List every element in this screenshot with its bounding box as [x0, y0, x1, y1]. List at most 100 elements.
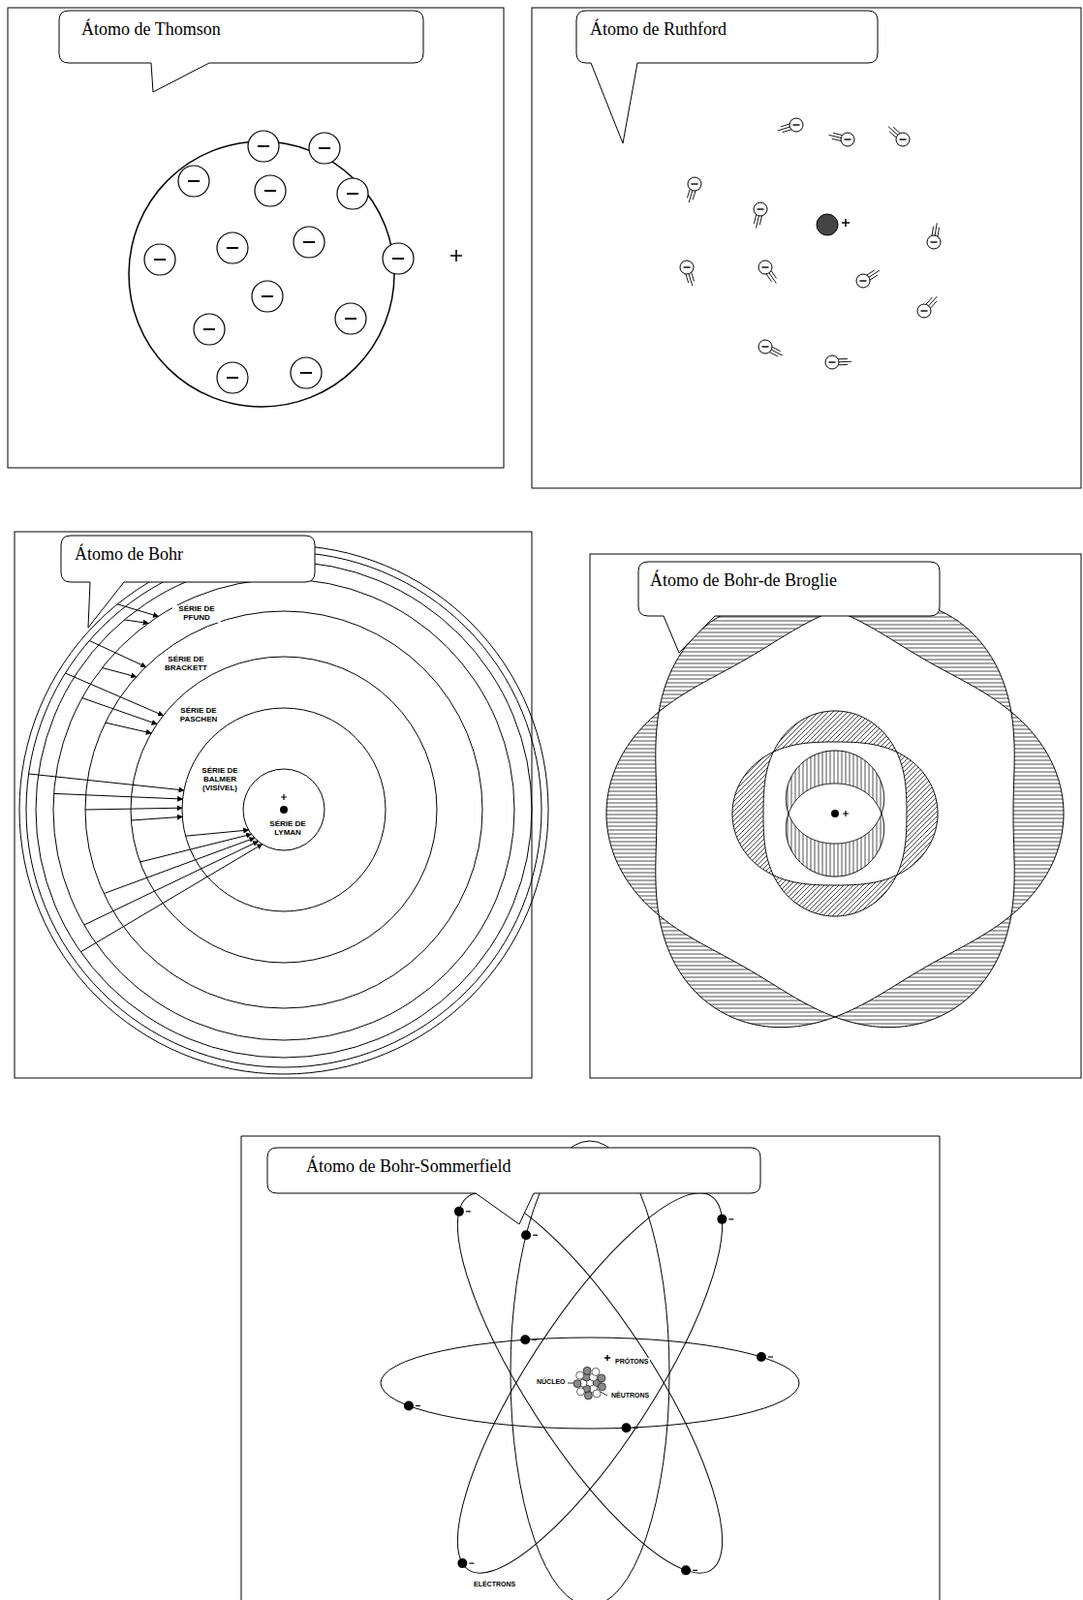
transition-line [101, 667, 136, 677]
electron-trail [691, 272, 695, 282]
leader-line [567, 1383, 574, 1385]
neutron [576, 1388, 585, 1396]
electron [144, 244, 176, 276]
orbit [26, 552, 542, 1068]
electron [216, 232, 248, 264]
proton [597, 1374, 606, 1383]
wave-curve [655, 599, 1064, 1027]
electron-trail [685, 274, 689, 284]
electron [251, 280, 283, 312]
electron-trail [759, 216, 762, 226]
callout-text: Átomo de Bohr-de Broglie [649, 570, 837, 592]
series-label: SÉRIE DE BALMER (VISÍVEL) [195, 767, 245, 793]
minus-sign [264, 189, 277, 192]
series-label: SÉRIE DE PFUND [172, 605, 221, 623]
wave-band [732, 711, 938, 917]
panel-frame [531, 7, 1082, 489]
nucleus [831, 809, 839, 818]
panel-frames [7, 7, 1082, 1600]
electron [927, 235, 941, 249]
rutherford-atom [680, 118, 941, 370]
bubble-shape [267, 1147, 761, 1225]
electron [520, 1334, 530, 1345]
electron-trail [867, 270, 880, 279]
minus-sign [762, 266, 770, 268]
minus-sign [415, 1405, 421, 1407]
panel-frame [7, 7, 504, 468]
electron-trail [769, 351, 778, 357]
minus-sign [829, 361, 836, 363]
transition-line [29, 773, 185, 791]
minus-sign [844, 138, 852, 140]
transition-line [140, 834, 252, 863]
electron [687, 177, 702, 191]
minus-sign [300, 371, 312, 374]
electron-trail [931, 226, 934, 237]
transition-line [123, 619, 149, 624]
minus-sign [531, 1339, 537, 1341]
electron [193, 313, 225, 345]
transition-line [185, 830, 249, 836]
electron [335, 303, 367, 335]
thomson-atom [128, 130, 463, 407]
minus-sign [261, 295, 274, 298]
electron [680, 1565, 691, 1576]
bohr-atom [19, 545, 549, 1075]
wave-curve [606, 599, 1015, 1027]
wave-curve [763, 711, 907, 917]
neutron [592, 1390, 601, 1398]
electron [825, 355, 839, 370]
wave-curve [785, 783, 884, 877]
callout-bubble: Átomo de Ruthford [576, 10, 878, 63]
positive-sphere [128, 141, 395, 407]
minus-sign [899, 138, 907, 140]
electron-trail [937, 227, 940, 238]
electron [756, 1352, 767, 1362]
minus-sign [757, 208, 765, 210]
minus-sign [154, 258, 166, 261]
series-label: SÉRIE DE PASCHEN [174, 707, 223, 725]
electron-trail [833, 132, 843, 135]
electron [521, 1230, 531, 1240]
minus-sign [203, 328, 216, 331]
electron [753, 202, 768, 217]
electron-trail [869, 275, 878, 280]
bubble-shape [61, 535, 315, 628]
minus-sign [930, 241, 938, 243]
electron-trail [692, 190, 696, 201]
minus-sign [392, 257, 404, 260]
minus-sign [860, 279, 867, 281]
electron [454, 1206, 465, 1217]
transition-line [105, 722, 152, 734]
transition-line [82, 698, 157, 725]
electron-trail [688, 273, 693, 286]
electron [337, 178, 369, 210]
electron [840, 132, 855, 147]
neutron [576, 1371, 585, 1380]
part-label: NÚCLEO [535, 1378, 567, 1387]
series-label: SÉRIE DE LYMAN [263, 820, 312, 838]
electron-trail [928, 296, 937, 307]
electron [789, 118, 804, 132]
electron [680, 260, 694, 275]
electron-trail [829, 134, 843, 138]
transition-line [103, 837, 255, 894]
minus-sign [683, 266, 691, 268]
minus-sign [257, 145, 270, 148]
orbit [130, 656, 437, 963]
transition-line [89, 640, 146, 667]
neutron [591, 1367, 600, 1376]
electron [716, 1214, 727, 1225]
callout-text: Átomo de Thomson [81, 19, 221, 41]
orbit [35, 561, 532, 1058]
minus-sign [921, 309, 929, 311]
proton [573, 1380, 582, 1389]
bubble-shape [576, 10, 878, 144]
minus-sign [728, 1218, 734, 1220]
electron [403, 1401, 414, 1412]
sommerfeld-atom [380, 1141, 800, 1600]
minus-sign [468, 1562, 474, 1564]
callout-text: Átomo de Bohr [74, 544, 184, 566]
